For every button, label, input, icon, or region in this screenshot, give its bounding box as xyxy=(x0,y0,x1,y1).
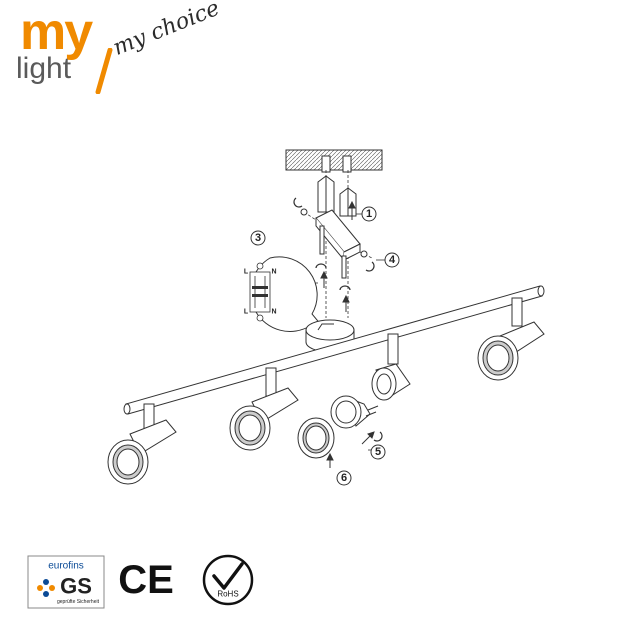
svg-text:5: 5 xyxy=(375,446,381,458)
retaining-ring xyxy=(297,417,335,459)
step-callout-1: 1 xyxy=(361,206,377,222)
step-callout-6: 6 xyxy=(336,470,352,486)
step-callout-4: 4 xyxy=(384,252,400,268)
screws xyxy=(300,208,368,279)
spotlight-second xyxy=(229,367,299,451)
wiring-detail-bubble: L N L N xyxy=(244,256,324,332)
svg-text:N: N xyxy=(271,309,276,316)
track-bar xyxy=(123,285,545,415)
clip-symbols xyxy=(293,197,383,442)
svg-text:L: L xyxy=(244,269,249,276)
svg-text:3: 3 xyxy=(255,232,261,244)
direction-arrows xyxy=(320,200,375,468)
halogen-bulb xyxy=(330,395,379,429)
svg-text:4: 4 xyxy=(389,254,396,266)
svg-text:1: 1 xyxy=(366,208,372,220)
brand-slash xyxy=(95,48,113,94)
svg-text:L: L xyxy=(244,309,249,316)
spotlight-right xyxy=(477,297,545,381)
step-callout-5: 5 xyxy=(370,444,386,460)
wall-plugs xyxy=(317,175,357,217)
svg-text:N: N xyxy=(271,269,276,276)
spotlight-third-housing xyxy=(371,333,411,401)
step-callout-3: 3 xyxy=(250,230,266,246)
spotlight-left xyxy=(107,403,177,485)
brand-word-light: light xyxy=(16,52,72,85)
brand-word-my: my xyxy=(20,3,93,61)
ceiling-section xyxy=(285,149,383,173)
brand-logo: my light my choice xyxy=(14,0,224,98)
svg-text:6: 6 xyxy=(341,472,347,484)
